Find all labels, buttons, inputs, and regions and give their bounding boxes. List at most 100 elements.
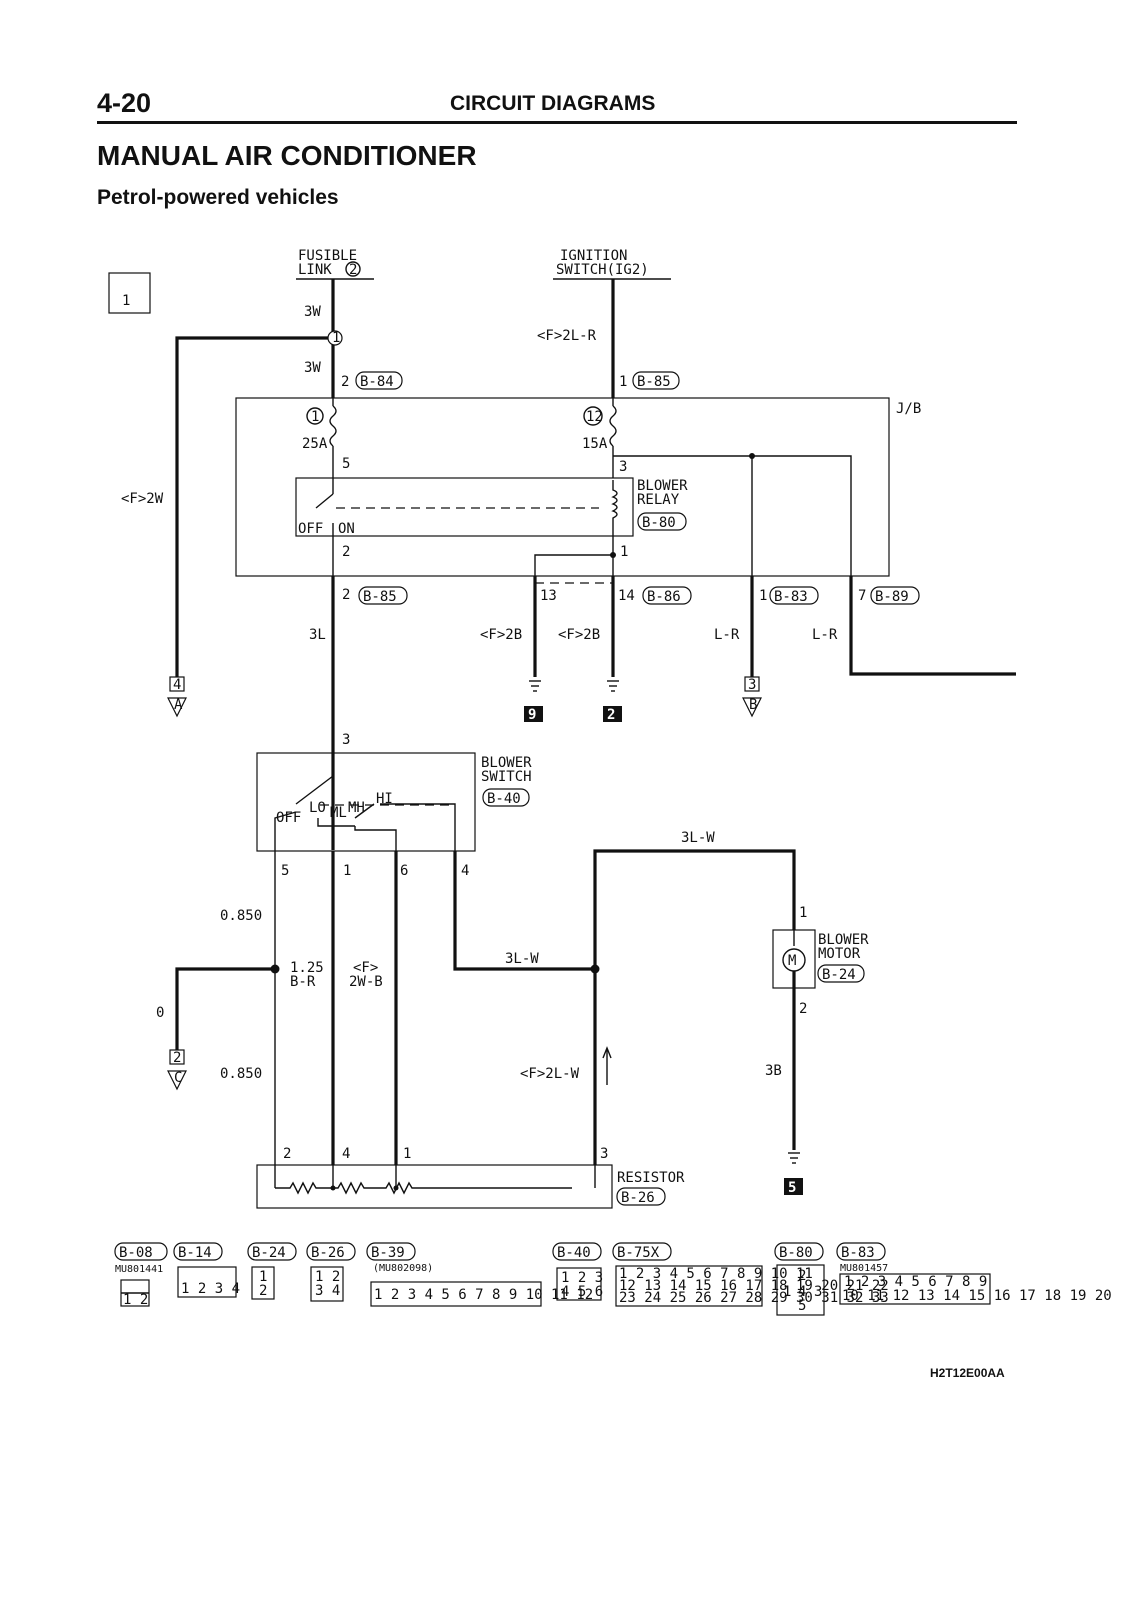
relay-name: BLOWER bbox=[637, 478, 688, 494]
svg-text:1: 1 bbox=[403, 1146, 411, 1162]
wire-label: <F>2W bbox=[121, 491, 164, 507]
svg-text:MU801457: MU801457 bbox=[840, 1263, 888, 1274]
svg-text:5: 5 bbox=[342, 456, 350, 472]
svg-text:1 2: 1 2 bbox=[123, 1292, 148, 1308]
resistor bbox=[256, 1164, 613, 1209]
connector-b80 bbox=[637, 512, 687, 531]
svg-text:C: C bbox=[174, 1070, 182, 1086]
section-title: CIRCUIT DIAGRAMS bbox=[450, 92, 656, 115]
legend-b39: B-39 (MU802098) 1 2 3 4 5 6 7 8 9 10 11 … bbox=[366, 1242, 593, 1307]
connector-b84 bbox=[355, 371, 403, 390]
svg-text:4: 4 bbox=[461, 863, 469, 879]
legend-b14: B-14 1 2 3 4 bbox=[173, 1242, 240, 1298]
svg-text:SWITCH: SWITCH bbox=[481, 769, 532, 785]
svg-text:5: 5 bbox=[798, 1298, 806, 1314]
svg-text:FUSIBLE: FUSIBLE bbox=[298, 248, 357, 264]
svg-text:RELAY: RELAY bbox=[637, 492, 680, 508]
connector-b85-out bbox=[358, 586, 408, 605]
blower-switch-name: BLOWER bbox=[481, 755, 532, 771]
offpage-connector-c: 2 C bbox=[167, 1049, 187, 1091]
svg-text:B-83: B-83 bbox=[774, 589, 808, 605]
wire-label: 3W bbox=[304, 304, 321, 320]
svg-text:1: 1 bbox=[332, 330, 340, 346]
offpage-connector-b: 3 B bbox=[742, 676, 762, 718]
svg-text:B-83: B-83 bbox=[841, 1245, 875, 1261]
wire-label: 3L bbox=[309, 627, 326, 643]
svg-text:1: 1 bbox=[783, 1284, 791, 1300]
svg-text:1: 1 bbox=[620, 544, 628, 560]
wire-jb-feed bbox=[613, 455, 852, 576]
svg-text:B-84: B-84 bbox=[360, 374, 394, 390]
wire-label: 1.25 bbox=[290, 960, 324, 976]
svg-text:B: B bbox=[749, 697, 757, 713]
svg-text:14: 14 bbox=[618, 588, 635, 604]
svg-text:1: 1 bbox=[311, 409, 319, 425]
svg-text:2: 2 bbox=[283, 1146, 291, 1162]
svg-text:2W-B: 2W-B bbox=[349, 974, 383, 990]
svg-text:B-40: B-40 bbox=[557, 1245, 591, 1261]
svg-text:HI: HI bbox=[376, 791, 393, 807]
wire-label: 3W bbox=[304, 360, 321, 376]
wire-label: <F>2B bbox=[480, 627, 522, 643]
sheet-marker: 1 bbox=[122, 293, 130, 309]
svg-text:1 2 3 4 5 6 7 8 9 10 11 12: 1 2 3 4 5 6 7 8 9 10 11 12 bbox=[374, 1287, 593, 1303]
svg-text:1 2 3: 1 2 3 bbox=[561, 1270, 603, 1286]
svg-text:1: 1 bbox=[619, 374, 627, 390]
wire-label: 0.850 bbox=[220, 1066, 262, 1082]
svg-text:2: 2 bbox=[341, 374, 349, 390]
resistor-element bbox=[275, 1181, 572, 1195]
svg-text:IGNITION: IGNITION bbox=[560, 248, 627, 264]
svg-text:3: 3 bbox=[748, 677, 756, 693]
svg-text:B-85: B-85 bbox=[363, 589, 397, 605]
svg-text:2: 2 bbox=[349, 262, 357, 278]
svg-text:13: 13 bbox=[540, 588, 557, 604]
svg-text:3: 3 bbox=[600, 1146, 608, 1162]
svg-text:LO: LO bbox=[309, 800, 326, 816]
wire-label: <F>2B bbox=[558, 627, 600, 643]
ground-symbol: 5 bbox=[784, 1152, 803, 1196]
blower-switch bbox=[256, 752, 476, 852]
splice-point bbox=[327, 330, 343, 346]
resistor-name: RESISTOR bbox=[617, 1170, 685, 1186]
wire-label: 0 bbox=[156, 1005, 164, 1021]
svg-text:3 4: 3 4 bbox=[315, 1283, 340, 1299]
fuse-15a: 12 15A bbox=[582, 398, 617, 478]
svg-text:12: 12 bbox=[586, 409, 603, 425]
svg-text:B-75X: B-75X bbox=[617, 1245, 660, 1261]
connector-b26 bbox=[616, 1187, 666, 1206]
legend-b26: B-26 1 2 3 4 bbox=[306, 1242, 356, 1302]
wire-label: 0.850 bbox=[220, 908, 262, 924]
svg-text:2: 2 bbox=[342, 544, 350, 560]
svg-text:M: M bbox=[788, 953, 796, 969]
svg-text:OFF: OFF bbox=[298, 521, 323, 537]
fuse-25a: 1 25A bbox=[302, 398, 337, 478]
wire-label: 3L-W bbox=[681, 830, 715, 846]
svg-text:B-14: B-14 bbox=[178, 1245, 212, 1261]
wire-label: <F>2L-R bbox=[537, 328, 597, 344]
svg-text:(MU802098): (MU802098) bbox=[373, 1263, 433, 1274]
svg-text:B-08: B-08 bbox=[119, 1245, 153, 1261]
svg-text:B-26: B-26 bbox=[621, 1190, 655, 1206]
svg-text:B-R: B-R bbox=[290, 974, 316, 990]
svg-text:4: 4 bbox=[173, 677, 181, 693]
switch-arm bbox=[295, 775, 334, 805]
junction-block bbox=[235, 397, 890, 577]
svg-text:2: 2 bbox=[259, 1283, 267, 1299]
legend-b83: B-83 MU801457 1 2 3 4 5 6 7 8 9 10 11 12… bbox=[836, 1242, 1112, 1305]
svg-text:1 2 3 4 5 6 7 8 9 10 11: 1 2 3 4 5 6 7 8 9 10 11 bbox=[619, 1266, 813, 1282]
svg-text:1: 1 bbox=[343, 863, 351, 879]
svg-text:2: 2 bbox=[799, 1001, 807, 1017]
svg-text:B-80: B-80 bbox=[779, 1245, 813, 1261]
svg-text:1: 1 bbox=[759, 588, 767, 604]
svg-text:2: 2 bbox=[607, 707, 615, 723]
page-title: MANUAL AIR CONDITIONER bbox=[97, 140, 477, 171]
ground-symbol: 9 bbox=[524, 680, 543, 723]
svg-text:1 2 3 4 5 6 7 8 9: 1 2 3 4 5 6 7 8 9 bbox=[844, 1274, 987, 1290]
blower-relay bbox=[295, 477, 634, 537]
svg-text:5: 5 bbox=[281, 863, 289, 879]
connector-b40 bbox=[482, 788, 530, 807]
svg-text:2: 2 bbox=[798, 1268, 806, 1284]
wire-label: <F>2L-W bbox=[520, 1066, 580, 1082]
page-subtitle: Petrol-powered vehicles bbox=[97, 186, 339, 209]
ignition-switch-source: IGNITION SWITCH(IG2) bbox=[553, 248, 671, 280]
